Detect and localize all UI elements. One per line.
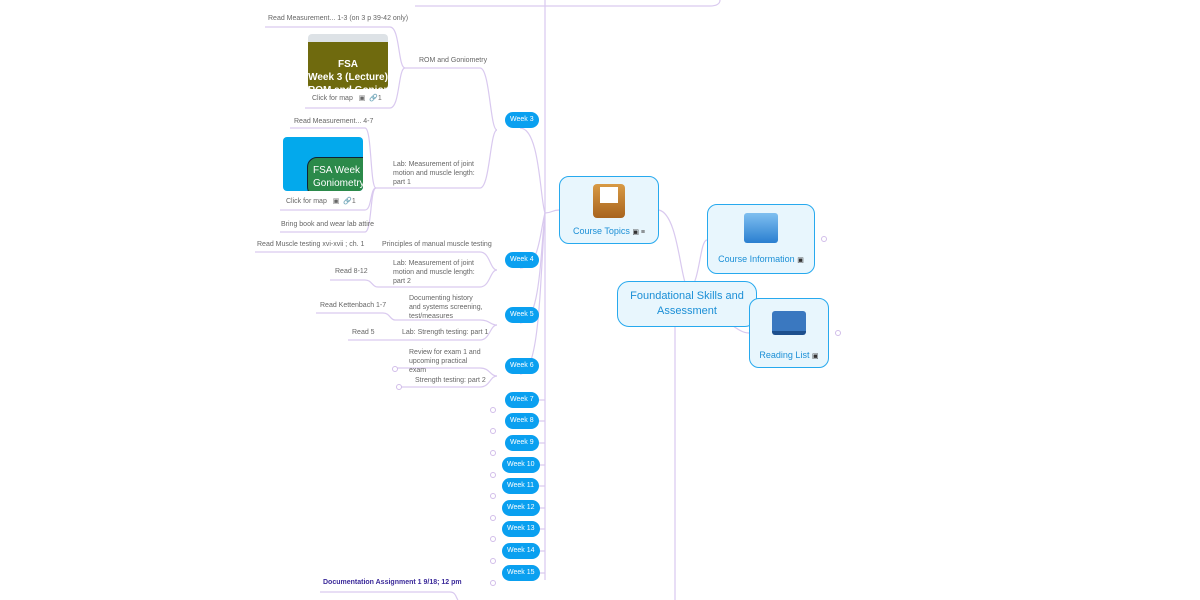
map-thumbnail-lecture[interactable]: FSA Week 3 (Lecture) ROM and Goniometry [308,34,388,89]
week-9-node[interactable]: Week 9 [505,435,539,451]
course-information-node[interactable]: Course Information ▣ [707,204,815,274]
week-11-node[interactable]: Week 11 [502,478,539,494]
reading-note[interactable]: Read Measurement... 1-3 (on 3 p 39-42 on… [268,15,409,22]
reading-list-label: Reading List [759,350,810,360]
assignment-label[interactable]: Documentation Assignment 1 9/18; 12 pm [323,579,462,586]
link-icon: 🔗 [343,198,352,205]
week-13-node[interactable]: Week 13 [502,521,540,537]
collapse-toggle[interactable] [490,580,496,586]
central-topic[interactable]: Foundational Skills and Assessment [617,281,757,327]
topic-strength-testing-2[interactable]: Strength testing: part 2 [415,377,486,384]
topic-lab-measurement-1[interactable]: Lab: Measurement of joint motion and mus… [393,161,475,186]
thumbnail-title: FSA Week 3 Goniometry [307,157,363,191]
course-topics-label: Course Topics [572,226,630,236]
topic-strength-testing-1[interactable]: Lab: Strength testing: part 1 [402,329,489,336]
reading-note[interactable]: Read Measurement... 4-7 [294,118,374,125]
week-12-node[interactable]: Week 12 [502,500,540,516]
topic-review-exam[interactable]: Review for exam 1 and upcoming practical… [409,349,481,374]
reading-list-node[interactable]: Reading List ▣ [749,298,829,368]
week-8-node[interactable]: Week 8 [505,413,539,429]
topic-manual-muscle-testing[interactable]: Principles of manual muscle testing [382,241,492,248]
image-icon: ▣ [358,95,366,102]
collapse-toggle[interactable] [392,366,398,372]
collapse-toggle[interactable] [490,558,496,564]
reading-note[interactable]: Read Kettenbach 1-7 [320,302,387,309]
collapse-toggle[interactable] [396,384,402,390]
collapse-toggle[interactable] [835,330,841,336]
collapse-toggle[interactable] [490,407,496,413]
reading-note[interactable]: Read Muscle testing xvi-xvii ; ch. 1 [257,241,365,248]
topic-rom-goniometry[interactable]: ROM and Goniometry [419,57,488,64]
collapse-toggle[interactable] [490,428,496,434]
link-icon: 🔗 [369,95,378,102]
week-14-node[interactable]: Week 14 [502,543,540,559]
topic-lab-measurement-2[interactable]: Lab: Measurement of joint motion and mus… [393,260,475,285]
image-icon: ▣ ≡ [632,229,646,236]
image-icon: ▣ [797,257,804,264]
central-topic-label: Foundational Skills and Assessment [630,290,744,317]
thumbnail-title: FSA Week 3 (Lecture) ROM and Goniometry [308,59,388,89]
image-icon: ▣ [811,353,819,360]
topic-documenting-history[interactable]: Documenting history and systems screenin… [409,295,483,320]
week-6-node[interactable]: Week 6 [505,358,539,374]
click-for-map-link[interactable]: Click for map ▣ 🔗1 [312,95,382,102]
week-10-node[interactable]: Week 10 [502,457,540,473]
click-for-map-link[interactable]: Click for map ▣ 🔗1 [286,198,356,205]
open-book-icon [772,311,806,335]
week-15-node[interactable]: Week 15 [502,565,540,581]
map-thumbnail-lab[interactable]: FSA Week 3 Goniometry [283,137,363,191]
collapse-toggle[interactable] [490,450,496,456]
collapse-toggle[interactable] [490,536,496,542]
course-information-label: Course Information [718,254,795,264]
image-icon: ▣ [332,198,340,205]
reading-note[interactable]: Read 8-12 [335,268,368,275]
week-3-node[interactable]: Week 3 [505,112,539,128]
folder-icon [744,213,778,243]
week-5-node[interactable]: Week 5 [505,307,539,323]
week-4-node[interactable]: Week 4 [505,252,539,268]
reading-note[interactable]: Read 5 [352,329,375,336]
collapse-toggle[interactable] [490,515,496,521]
inbox-tray-icon [593,184,625,218]
collapse-toggle[interactable] [490,493,496,499]
collapse-toggle[interactable] [490,472,496,478]
course-topics-node[interactable]: Course Topics ▣ ≡ [559,176,659,244]
lab-attire-note[interactable]: Bring book and wear lab attire [281,221,374,228]
collapse-toggle[interactable] [821,236,827,242]
week-7-node[interactable]: Week 7 [505,392,539,408]
